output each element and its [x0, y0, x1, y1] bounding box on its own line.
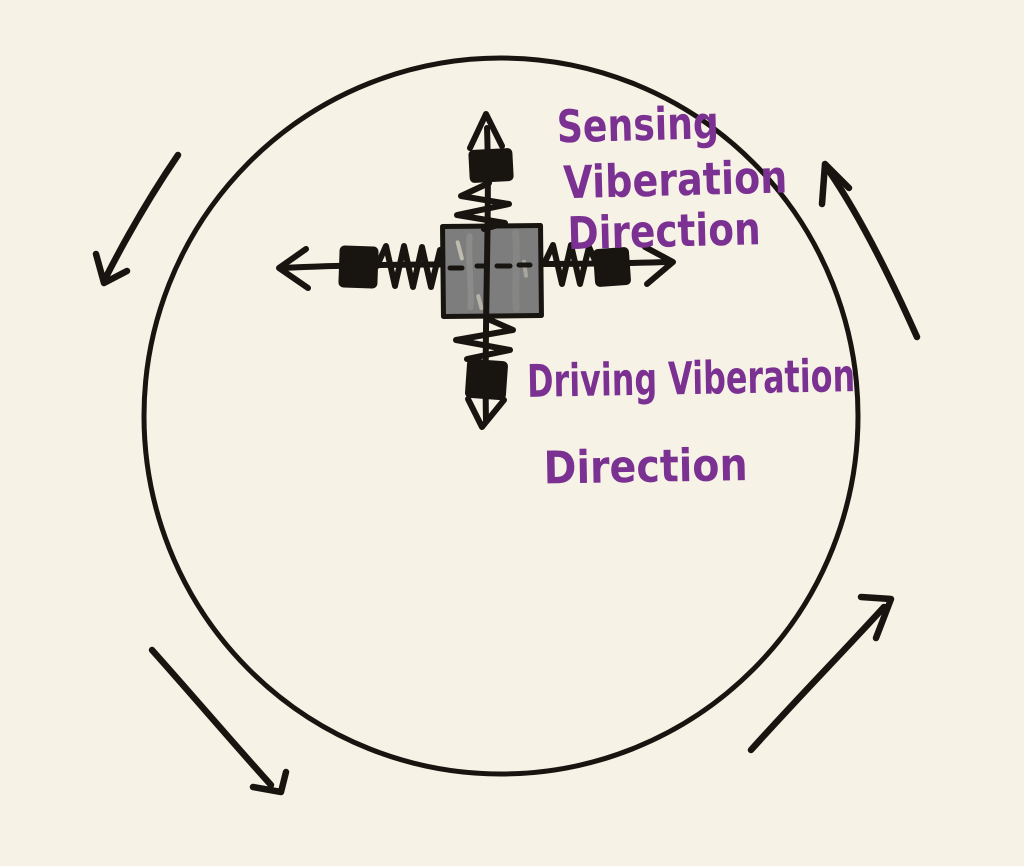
arrow-left-head-icon	[276, 246, 311, 291]
sensing-label-line3: Direction	[567, 202, 761, 260]
rotation-arrow-top-left-icon	[92, 151, 182, 287]
damper-top-icon	[468, 148, 514, 183]
spring-left-icon	[374, 243, 449, 290]
arrow-up-head-icon	[467, 111, 505, 151]
spring-right-icon	[541, 242, 600, 287]
rotation-arrow-top-right-icon	[818, 160, 921, 341]
spring-top-icon	[454, 180, 512, 232]
axis-dashes-on-mass	[447, 262, 533, 271]
driving-label-line1: Driving Viberation	[527, 349, 856, 408]
arrow-right-head-icon	[642, 244, 676, 287]
rotation-circle	[141, 55, 861, 777]
driving-label: Driving Viberation Direction	[527, 349, 856, 495]
rotation-arrow-bottom-right-icon	[747, 593, 895, 754]
rotation-arrow-bottom-left-icon	[148, 646, 290, 796]
damper-left-icon	[338, 245, 379, 289]
damper-bottom-icon	[464, 358, 508, 401]
sensing-label-line1: Sensing	[556, 96, 719, 153]
damper-right-icon	[593, 247, 631, 287]
driving-label-line2: Direction	[543, 438, 748, 495]
arrow-down-head-icon	[465, 396, 507, 430]
sensing-label: Sensing Viberation Direction	[556, 96, 788, 260]
proof-mass	[440, 222, 544, 320]
sensing-label-line2: Viberation	[563, 150, 788, 209]
